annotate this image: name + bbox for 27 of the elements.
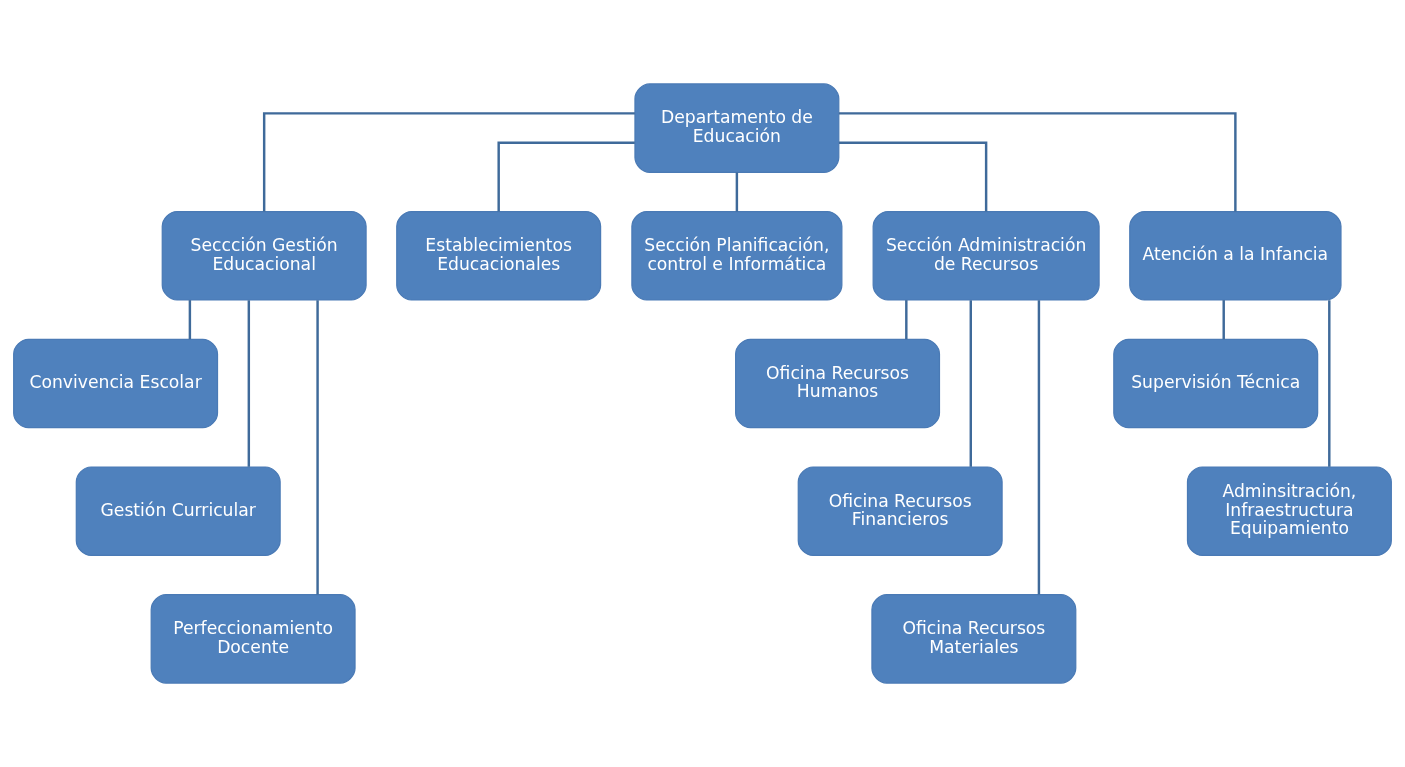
connector (262, 112, 635, 212)
node-box: Convivencia Escolar (13, 338, 219, 429)
connector (838, 141, 988, 212)
node-box: Atención a la Infancia (1129, 211, 1342, 301)
connector (1328, 300, 1331, 467)
node-box: Supervisión Técnica (1113, 338, 1319, 429)
connector (247, 300, 251, 467)
node-box: Gestión Curricular (75, 466, 281, 556)
node-box: Oficina Recursos Financieros (797, 466, 1003, 556)
node-box: Oficina Recursos Humanos (735, 338, 941, 429)
node-box: Sección Administración de Recursos (872, 211, 1100, 301)
node-box: Oficina Recursos Materiales (871, 594, 1077, 684)
node-box: Establecimientos Educacionales (396, 211, 602, 301)
node-box: Departamento de Educación (634, 83, 840, 173)
node-box: Adminsitración, Infraestructura Equipamiento (1186, 466, 1392, 556)
connector (905, 300, 908, 340)
connector (188, 300, 192, 340)
node-box: Sección Planificación, control e Informática (631, 211, 843, 301)
connector (1037, 300, 1041, 595)
connector (316, 300, 319, 595)
connector (969, 300, 972, 467)
connector (1222, 300, 1225, 340)
node-box: Perfeccionamiento Docente (150, 594, 356, 684)
connector (497, 141, 635, 212)
connector (735, 172, 739, 212)
connector (838, 112, 1237, 212)
node-box: Seccción Gestión Educacional (161, 211, 367, 301)
